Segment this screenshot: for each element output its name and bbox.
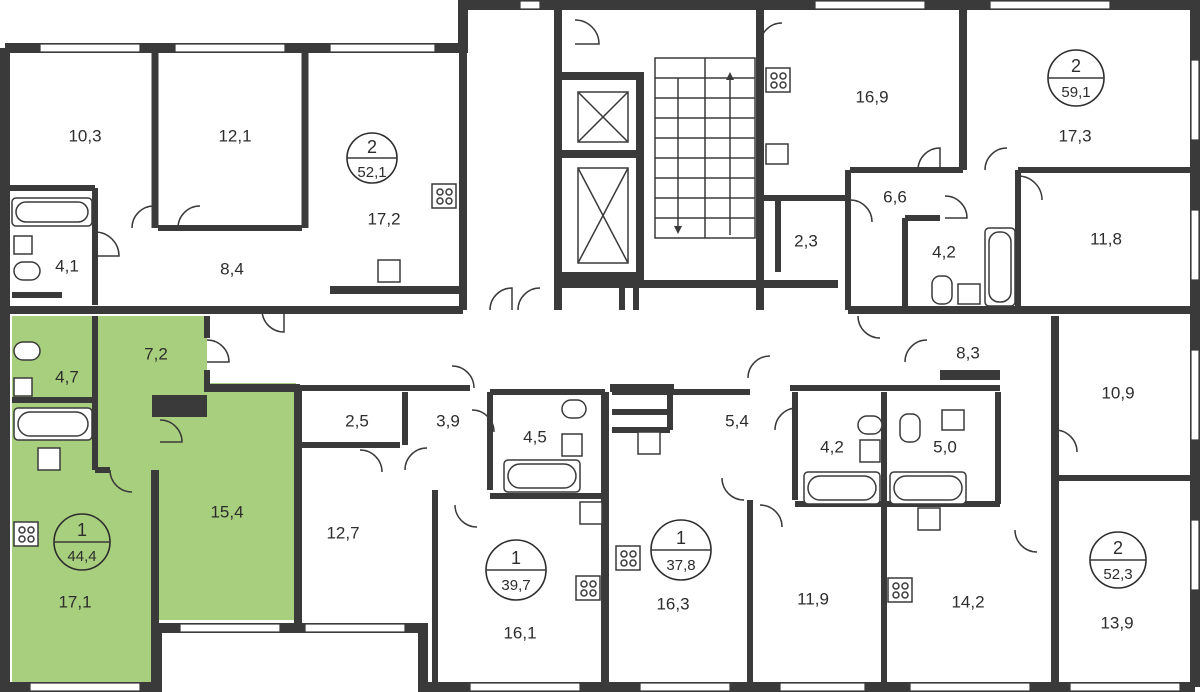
- apartment-badge[interactable]: 2 52,1: [346, 132, 398, 184]
- room-area-labels: 10,3 12,1 17,2 4,1 8,4 16,9 17,3 6,6 2,3…: [55, 87, 1134, 642]
- fixtures: [11, 67, 1016, 603]
- room-area: 8,4: [220, 259, 244, 278]
- doors: [94, 19, 1078, 553]
- interior-walls: [5, 5, 1195, 687]
- svg-text:2: 2: [1113, 538, 1123, 558]
- room-area: 11,9: [797, 589, 829, 608]
- svg-text:1: 1: [77, 520, 87, 540]
- svg-text:2: 2: [367, 137, 377, 157]
- svg-text:2: 2: [1071, 56, 1081, 76]
- room-area: 16,3: [656, 594, 689, 613]
- room-area: 7,2: [144, 344, 168, 363]
- room-area: 4,2: [820, 437, 844, 456]
- svg-text:44,4: 44,4: [67, 548, 96, 565]
- room-area: 4,5: [523, 427, 547, 446]
- room-area: 3,9: [436, 411, 460, 430]
- svg-text:1: 1: [676, 528, 686, 548]
- windows: [29, 0, 1200, 692]
- room-area: 8,3: [956, 343, 980, 362]
- apartment-badge[interactable]: 1 37,8: [650, 519, 712, 581]
- room-area: 12,7: [326, 523, 359, 542]
- room-area: 12,1: [218, 126, 251, 145]
- room-area: 2,5: [345, 411, 369, 430]
- room-area: 10,9: [1101, 383, 1134, 402]
- room-area: 16,9: [855, 87, 888, 106]
- room-area: 10,3: [68, 126, 101, 145]
- room-area: 17,2: [367, 209, 400, 228]
- apartment-badge[interactable]: 1 39,7: [485, 539, 547, 601]
- room-area: 4,7: [55, 367, 79, 386]
- room-area: 4,1: [55, 256, 79, 275]
- room-area: 17,3: [1058, 126, 1091, 145]
- room-area: 2,3: [794, 231, 818, 250]
- room-area: 4,2: [932, 242, 956, 261]
- room-area: 11,8: [1090, 229, 1122, 248]
- svg-text:1: 1: [511, 548, 521, 568]
- room-area: 15,4: [210, 502, 243, 521]
- apartment-badge[interactable]: 2 59,1: [1047, 49, 1105, 107]
- room-area: 14,2: [951, 592, 984, 611]
- room-area: 17,1: [58, 592, 91, 611]
- svg-text:52,3: 52,3: [1103, 566, 1132, 583]
- svg-text:52,1: 52,1: [357, 164, 386, 181]
- svg-text:59,1: 59,1: [1061, 84, 1090, 101]
- room-area: 13,9: [1100, 613, 1133, 632]
- room-area: 16,1: [503, 623, 536, 642]
- svg-text:39,7: 39,7: [501, 577, 530, 594]
- apartment-badge-highlighted[interactable]: 1 44,4: [53, 513, 111, 571]
- apartment-badge[interactable]: 2 52,3: [1089, 531, 1147, 589]
- room-area: 5,0: [933, 437, 957, 456]
- room-area: 5,4: [725, 411, 749, 430]
- room-area: 6,6: [883, 187, 907, 206]
- stairs-and-elevators: [577, 57, 756, 264]
- svg-text:37,8: 37,8: [666, 557, 695, 574]
